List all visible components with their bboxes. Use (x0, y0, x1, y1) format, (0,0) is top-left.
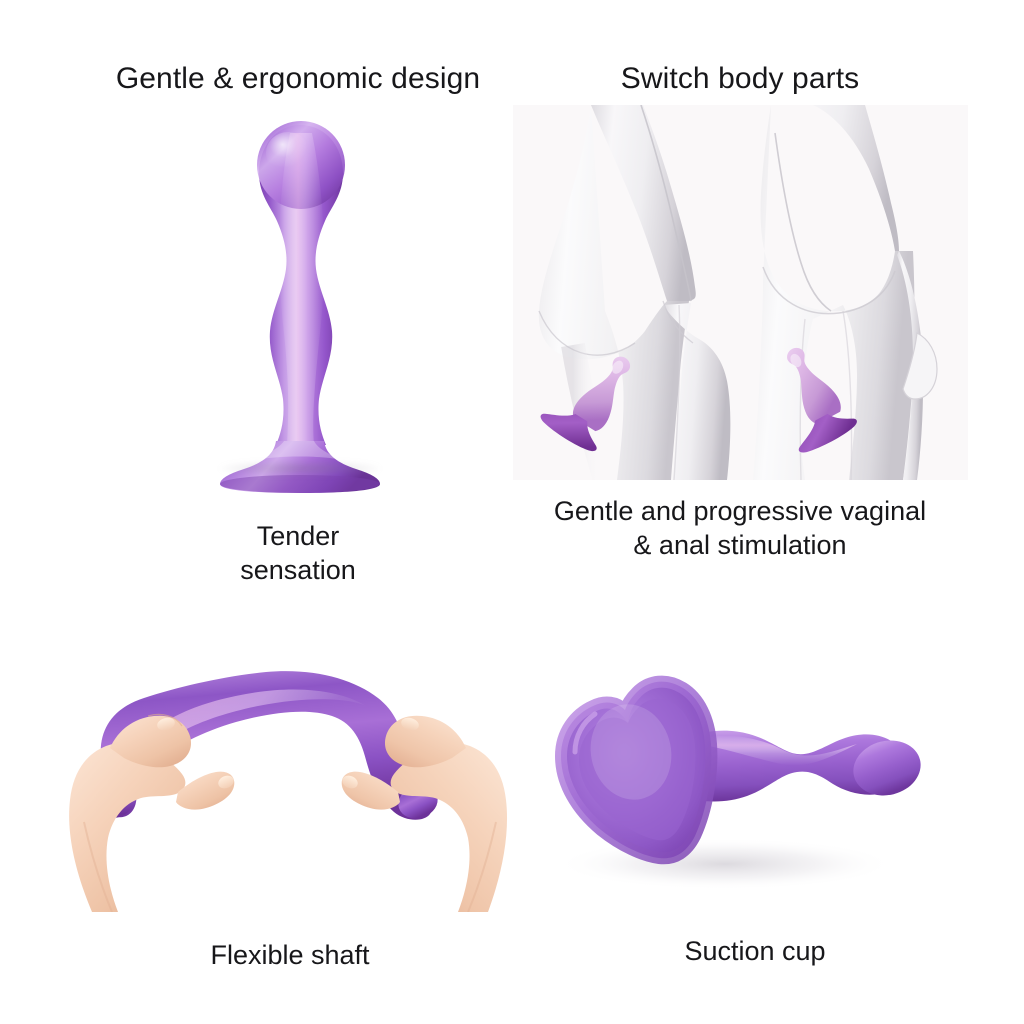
right-toy-shaft (786, 347, 841, 424)
illustration-body-parts (512, 104, 968, 480)
panel-flexible-shaft: Flexible shaft (30, 612, 550, 973)
hands-flex-graphic (69, 671, 508, 912)
illustration-hands-bending-shaft (40, 612, 540, 912)
flexible-shaft-body (100, 671, 432, 820)
upright-dildo-graphic (220, 120, 380, 493)
suction-cup-tip (853, 740, 921, 796)
right-figure-contour-gluteal (761, 266, 896, 314)
product-base-underside (220, 474, 380, 493)
caption-line: sensation (240, 555, 356, 586)
left-hand-thumb-crease (147, 713, 183, 727)
right-hand-palm (390, 742, 508, 912)
right-toy-highlight (789, 353, 801, 367)
caption-line: Tender (256, 520, 340, 551)
illustration-suction-cup (535, 640, 975, 910)
left-figure-contour-leg (672, 304, 680, 480)
suction-cup-shaft-sheen (685, 735, 857, 766)
left-toy-highlight (611, 360, 623, 374)
panel-heading-switch-body-parts: Switch body parts (620, 62, 860, 95)
panel-heading-gentle-ergonomic-design: Gentle & ergonomic design (115, 62, 481, 95)
right-hand-thumb (384, 715, 466, 768)
left-toy-shaft (572, 356, 630, 431)
right-hand (341, 715, 508, 912)
right-figure-contour-leg-right (841, 310, 852, 480)
suction-cup-graphic (554, 675, 921, 890)
product-suction-base (220, 440, 380, 493)
left-hand-thumb (110, 715, 192, 768)
panel-caption-flexible-shaft: Flexible shaft (210, 940, 370, 970)
panel-caption-suction-cup: Suction cup (684, 936, 826, 966)
right-figure-outer-hip (896, 250, 923, 480)
left-figure-toy (540, 356, 630, 451)
suction-cup-inner-highlight (590, 704, 672, 800)
left-hand-shading (83, 821, 113, 912)
left-figure-back (590, 104, 696, 301)
right-toy-base (798, 413, 857, 453)
right-hand-index-nail (342, 775, 358, 789)
caption-line: Gentle and progressive vaginal (553, 495, 927, 526)
left-hand (69, 713, 235, 912)
two-torsos-graphic (512, 104, 968, 480)
left-hand-palm (69, 742, 186, 912)
right-figure-anatomy-detail (901, 331, 938, 400)
suction-cup-shadow (555, 838, 895, 890)
caption-line: & anal stimulation (633, 530, 847, 561)
right-figure-toy (786, 347, 857, 453)
right-figure-lower-back (770, 104, 899, 251)
left-hand-thumbnail (157, 717, 175, 731)
product-base-highlight (252, 440, 346, 461)
left-figure-buttock-thigh (538, 104, 689, 480)
left-figure-contour-groin (661, 300, 693, 344)
right-hand-shading (467, 821, 497, 912)
left-figure-front-leg (662, 302, 730, 480)
right-hand-thumbnail (401, 717, 419, 731)
panel-gentle-ergonomic-design: Gentle & ergonomic design (38, 62, 558, 588)
panel-suction-cup: Suction cup (520, 640, 990, 969)
right-figure-contour-leg-left (799, 318, 806, 480)
product-drop-shadow (220, 460, 380, 476)
right-figure-contour-spine (773, 132, 831, 312)
left-figure-contour-spine (639, 104, 692, 301)
illustration-upright-product (38, 103, 558, 493)
panel-switch-body-parts: Switch body parts (500, 62, 980, 563)
panel-caption-tender-sensation: Tender sensation (240, 519, 356, 588)
suction-cup-recess (579, 698, 696, 841)
left-hand-index-nail (218, 775, 234, 789)
left-toy-base (540, 413, 597, 451)
suction-cup-rim-highlight (572, 711, 598, 755)
right-figure-buttocks-legs (752, 104, 914, 480)
panel-caption-stimulation: Gentle and progressive vaginal & anal st… (554, 494, 926, 563)
figure-right-anal (752, 104, 938, 480)
figure-left-vaginal (537, 104, 730, 480)
product-sheen (279, 132, 325, 445)
suction-cup-rim (554, 675, 718, 865)
